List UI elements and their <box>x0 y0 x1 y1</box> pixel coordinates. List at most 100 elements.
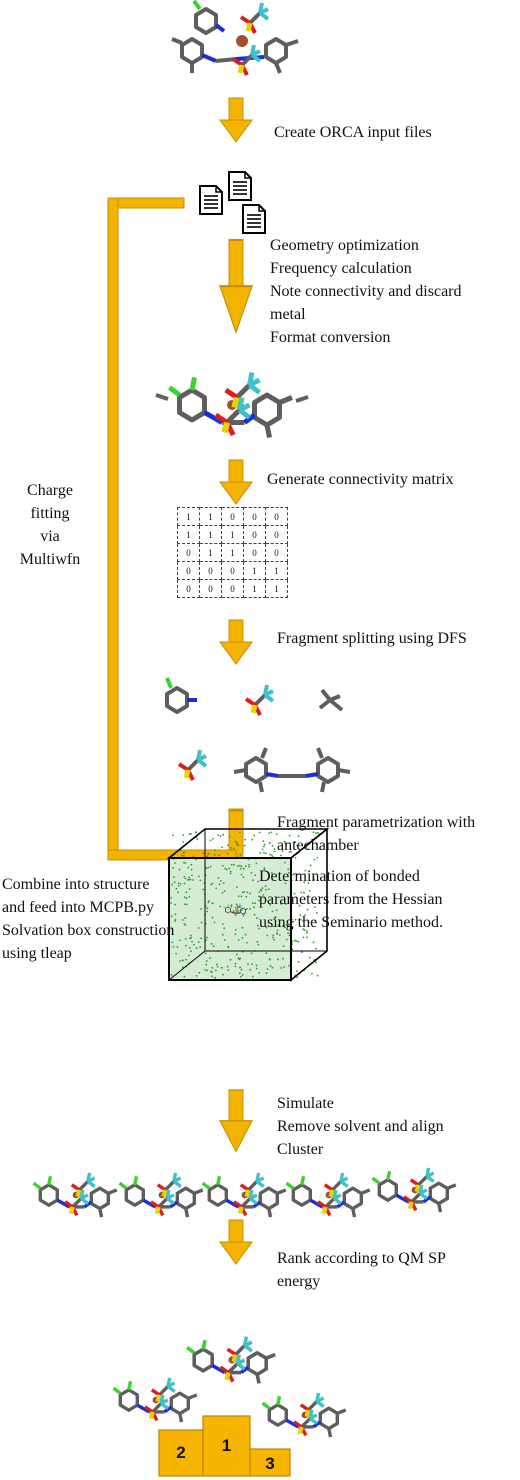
solvent-dot <box>205 963 208 966</box>
solvent-dot <box>219 905 222 908</box>
solvent-dot <box>172 866 174 869</box>
solvent-dot <box>180 854 183 857</box>
solvent-dot <box>235 903 238 906</box>
solvent-dot <box>255 964 258 967</box>
solvent-dot <box>241 974 244 976</box>
solvent-dot <box>214 976 217 979</box>
solvent-dot <box>287 932 289 935</box>
fragment-chloro-aryl <box>165 677 197 714</box>
solvent-dot <box>230 863 233 866</box>
solvent-dot <box>211 916 214 919</box>
solvent-dot <box>233 847 235 850</box>
solvent-dot <box>235 929 237 931</box>
solvent-dot <box>285 843 287 846</box>
solvent-dot <box>282 945 285 948</box>
solvent-dot <box>190 868 193 871</box>
solvent-dot <box>257 943 260 946</box>
solvent-dot <box>291 940 294 943</box>
solvent-dot <box>302 928 305 931</box>
solvent-dot <box>190 863 193 866</box>
solvent-dot <box>288 834 291 837</box>
solvent-dot <box>265 952 268 954</box>
solvent-dot <box>192 855 195 858</box>
solvent-dot <box>240 895 243 898</box>
solvent-dot <box>280 967 282 969</box>
solvent-dot <box>238 831 241 834</box>
solvent-dot <box>226 852 229 855</box>
step-text-line: Format conversion <box>270 329 391 346</box>
solvent-dot <box>269 965 272 968</box>
solvent-dot <box>191 940 193 943</box>
solvent-dot <box>200 908 202 910</box>
solvent-dot <box>187 879 189 881</box>
podium-rank-first: 1 <box>221 1436 232 1455</box>
solvent-dot <box>244 933 247 936</box>
solvent-dot <box>185 944 187 947</box>
solvent-dot <box>244 838 247 841</box>
solvent-dot <box>311 972 313 975</box>
step-text-line: Cluster <box>277 1141 324 1158</box>
solvent-dot <box>258 972 261 974</box>
solvent-dot <box>237 895 240 897</box>
solvent-dot <box>183 882 186 885</box>
solvent-dot <box>172 834 175 837</box>
conformer-5 <box>373 1168 456 1212</box>
solvent-dot <box>268 958 271 961</box>
solvent-dot <box>268 853 271 856</box>
solvent-dot <box>223 927 226 929</box>
solvent-dot <box>270 831 273 834</box>
matrix-cell: 0 <box>243 525 266 544</box>
solvent-dot <box>314 906 316 908</box>
solvent-dot <box>269 903 272 906</box>
solvent-dot <box>234 965 237 968</box>
input-complex-structure <box>171 0 299 75</box>
ranking-podium <box>158 1415 291 1477</box>
solvent-dot <box>179 960 181 962</box>
solvent-dot <box>221 846 223 849</box>
solvent-dot <box>232 910 235 912</box>
solvent-dot <box>204 952 207 955</box>
solvent-dot <box>179 939 182 942</box>
solvent-dot <box>263 868 266 871</box>
step-dfs-label: Fragment splitting using DFS <box>277 630 467 647</box>
solvent-dot <box>302 936 305 939</box>
solvent-dot <box>273 938 275 941</box>
solvent-dot <box>294 841 296 843</box>
solvent-dot <box>230 904 233 907</box>
solvent-dot <box>243 844 246 847</box>
document-icon <box>199 185 223 215</box>
solvent-dot <box>315 832 317 834</box>
solvent-dot <box>299 914 302 916</box>
fragment-triflate-2 <box>179 750 206 780</box>
solvent-dot <box>184 877 187 880</box>
solvent-dot <box>263 843 266 846</box>
solvent-dot <box>301 951 303 954</box>
solvent-dot <box>266 968 269 970</box>
solvent-dot <box>265 926 268 929</box>
solvent-dot <box>275 833 278 835</box>
solvent-dot <box>296 970 298 973</box>
step-text-line: using tleap <box>2 945 72 962</box>
document-icon <box>242 204 266 234</box>
solvent-dot <box>202 852 205 855</box>
solvent-dot <box>177 882 180 885</box>
solvent-dot <box>239 867 242 870</box>
solvent-dot <box>184 903 186 906</box>
solvent-dot <box>175 952 178 955</box>
solvent-dot <box>242 876 245 878</box>
solvent-dot <box>278 934 281 936</box>
solvent-dot <box>258 831 261 834</box>
solvent-dot <box>256 940 259 943</box>
solvent-dot <box>210 943 213 945</box>
matrix-cell: 1 <box>265 561 288 580</box>
solvent-dot <box>182 966 184 969</box>
solvent-dot <box>251 838 254 841</box>
solvent-dot <box>277 958 279 961</box>
solvent-dot <box>314 920 317 922</box>
charge-fitting-label: Charge fitting via Multiwfn <box>0 479 100 571</box>
solvent-dot <box>188 876 190 879</box>
solvent-dot <box>219 835 222 837</box>
solvent-dot <box>210 883 213 886</box>
